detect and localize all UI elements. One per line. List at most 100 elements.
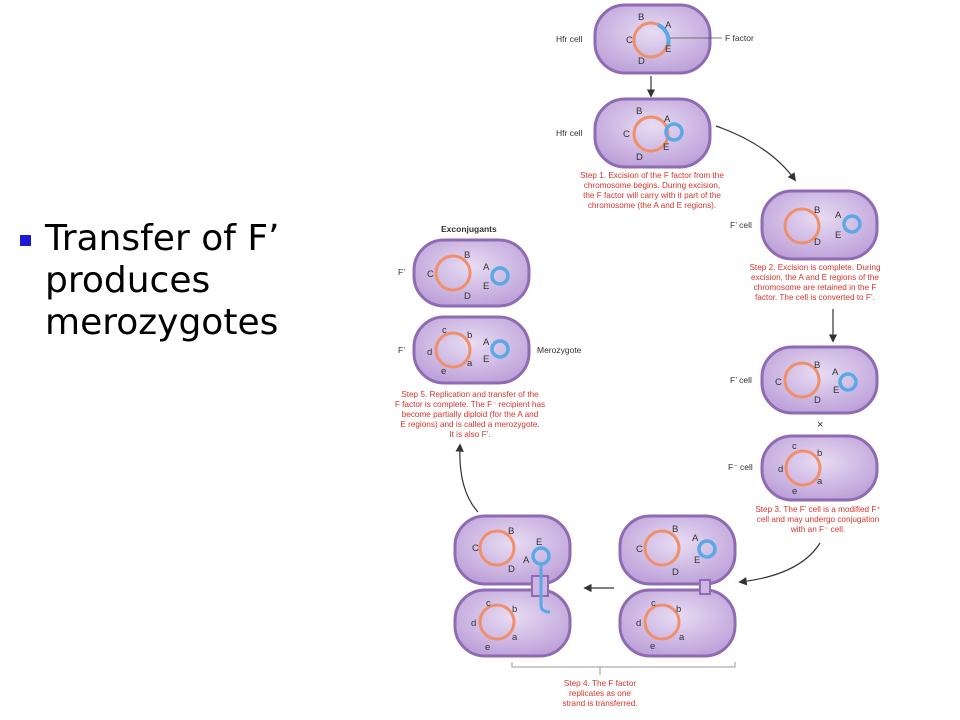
- gene-e-lower: e: [485, 642, 490, 653]
- gene-d: D: [508, 564, 515, 575]
- gene-e: E: [536, 537, 542, 548]
- gene-a-lower: a: [467, 358, 473, 369]
- f-prime-cell-2: B C A E D: [760, 345, 879, 415]
- svg-text:Step 4. The F factor: Step 4. The F factor: [564, 679, 636, 688]
- gene-a: A: [483, 337, 490, 348]
- bullet-text: Transfer of F’ produces merozygotes: [45, 218, 280, 344]
- cross-symbol: ×: [817, 419, 823, 431]
- hfr-cell-label-2: Hfr cell: [556, 128, 583, 138]
- gene-c: C: [427, 269, 434, 280]
- gene-b: B: [814, 360, 820, 371]
- gene-d-lower: d: [636, 618, 641, 629]
- svg-text:cell and may undergo conjugati: cell and may undergo conjugation: [757, 515, 880, 524]
- gene-b: B: [638, 12, 644, 23]
- f-prime-cell-1: B A E D: [760, 189, 879, 261]
- hfr-cell-1: B A C E D: [593, 3, 712, 75]
- svg-text:the F factor will carry with i: the F factor will carry with it part of …: [583, 191, 721, 200]
- svg-text:replicates as one: replicates as one: [569, 689, 631, 698]
- gene-c-lower: c: [486, 598, 491, 609]
- svg-text:Step 2. Excision is complete.: Step 2. Excision is complete. During: [749, 263, 881, 272]
- gene-b: B: [464, 250, 470, 261]
- gene-a: A: [664, 114, 671, 125]
- bullet-line-3: merozygotes: [45, 302, 279, 343]
- conjugating-pair-right: B C A E D c b d a e: [618, 514, 737, 658]
- gene-e: E: [663, 142, 669, 153]
- gene-e: E: [483, 281, 489, 292]
- svg-text:Step 3. The F’ cell is a modif: Step 3. The F’ cell is a modified F⁺: [755, 505, 880, 514]
- hfr-cell-2: B A C E D: [593, 97, 712, 169]
- step-2-text: Step 2. Excision is complete. During exc…: [749, 263, 881, 302]
- gene-a: A: [832, 367, 839, 378]
- gene-a: A: [523, 555, 530, 566]
- step-1-text: Step 1. Excision of the F factor from th…: [580, 171, 724, 210]
- gene-d: D: [636, 152, 643, 163]
- gene-b-lower: b: [676, 604, 681, 615]
- svg-text:E regions) and is called a mer: E regions) and is called a merozygote.: [400, 420, 539, 429]
- gene-d-lower: d: [427, 347, 432, 358]
- gene-d: D: [464, 291, 471, 302]
- gene-a-lower: a: [512, 632, 518, 643]
- gene-b: B: [636, 106, 642, 117]
- f-prime-label-2: F’: [398, 345, 405, 355]
- bullet-line-2: produces: [45, 260, 211, 301]
- gene-e: E: [835, 230, 841, 241]
- gene-d: D: [814, 395, 821, 406]
- f-factor-label: F factor: [725, 33, 754, 43]
- f-prime-label-1: F’: [398, 267, 405, 277]
- step-5-text: Step 5. Replication and transfer of the …: [395, 390, 545, 439]
- step-4-text: Step 4. The F factor replicates as one s…: [562, 679, 637, 708]
- f-prime-cell-label-2: F’ cell: [730, 375, 752, 385]
- gene-a: A: [483, 262, 490, 273]
- svg-text:strand is transferred.: strand is transferred.: [562, 699, 637, 708]
- f-minus-cell-label: F⁻ cell: [728, 462, 753, 472]
- exconjugant-merozygote-cell: c b d a e A E: [412, 315, 531, 385]
- gene-a: A: [665, 20, 672, 31]
- svg-text:with an F⁻ cell.: with an F⁻ cell.: [790, 525, 845, 534]
- gene-d-lower: d: [471, 618, 476, 629]
- gene-b-lower: b: [467, 330, 472, 341]
- svg-text:chromosome are retained in the: chromosome are retained in the F: [754, 283, 877, 292]
- gene-b-lower: b: [817, 448, 822, 459]
- gene-a-lower: a: [679, 632, 685, 643]
- gene-c-lower: c: [442, 325, 447, 336]
- gene-d: D: [814, 237, 821, 248]
- gene-c: C: [636, 544, 643, 555]
- conjugating-pair-left: B C A E D c b d a e: [453, 514, 572, 658]
- gene-c: C: [472, 543, 479, 554]
- gene-c: C: [775, 377, 782, 388]
- gene-b: B: [508, 526, 514, 537]
- gene-c-lower: c: [651, 598, 656, 609]
- gene-d: D: [638, 56, 645, 67]
- gene-e-lower: e: [441, 366, 446, 377]
- bullet-line-1: Transfer of F’: [45, 218, 280, 259]
- gene-e: E: [483, 354, 489, 365]
- gene-e: E: [833, 385, 839, 396]
- gene-a: A: [835, 210, 842, 221]
- exconjugants-title: Exconjugants: [441, 224, 497, 234]
- svg-text:F factor is complete. The F⁻ r: F factor is complete. The F⁻ recipient h…: [395, 400, 545, 409]
- f-prime-cell-label-1: F’ cell: [730, 220, 752, 230]
- svg-text:become partially diploid (for: become partially diploid (for the A and: [402, 410, 539, 419]
- gene-d-lower: d: [778, 464, 783, 475]
- gene-e-lower: e: [792, 486, 797, 497]
- svg-text:factor. The cell is converted: factor. The cell is converted to F’.: [755, 293, 875, 302]
- gene-a: A: [692, 533, 699, 544]
- bullet-point: Transfer of F’ produces merozygotes: [20, 218, 350, 344]
- exconjugant-f-prime-cell: B C A E D: [412, 238, 531, 308]
- svg-text:excision, the A and E regions: excision, the A and E regions of the: [751, 273, 879, 282]
- merozygote-label: Merozygote: [537, 345, 582, 355]
- svg-text:chromosome (the A and E region: chromosome (the A and E regions).: [588, 201, 716, 210]
- gene-c-lower: c: [792, 441, 797, 452]
- f-minus-cell: c b d a e: [760, 434, 879, 502]
- gene-e: E: [694, 555, 700, 566]
- gene-e-lower: e: [650, 641, 655, 652]
- svg-text:chromosome begins. During exci: chromosome begins. During excision,: [584, 181, 721, 190]
- svg-text:Step 1. Excision of the F fact: Step 1. Excision of the F factor from th…: [580, 171, 724, 180]
- gene-a-lower: a: [817, 476, 823, 487]
- svg-text:Step 5. Replication and transf: Step 5. Replication and transfer of the: [401, 390, 539, 399]
- gene-d: D: [672, 567, 679, 578]
- svg-text:It is also F’.: It is also F’.: [449, 430, 490, 439]
- gene-c: C: [623, 129, 630, 140]
- bullet-square-icon: [20, 235, 31, 246]
